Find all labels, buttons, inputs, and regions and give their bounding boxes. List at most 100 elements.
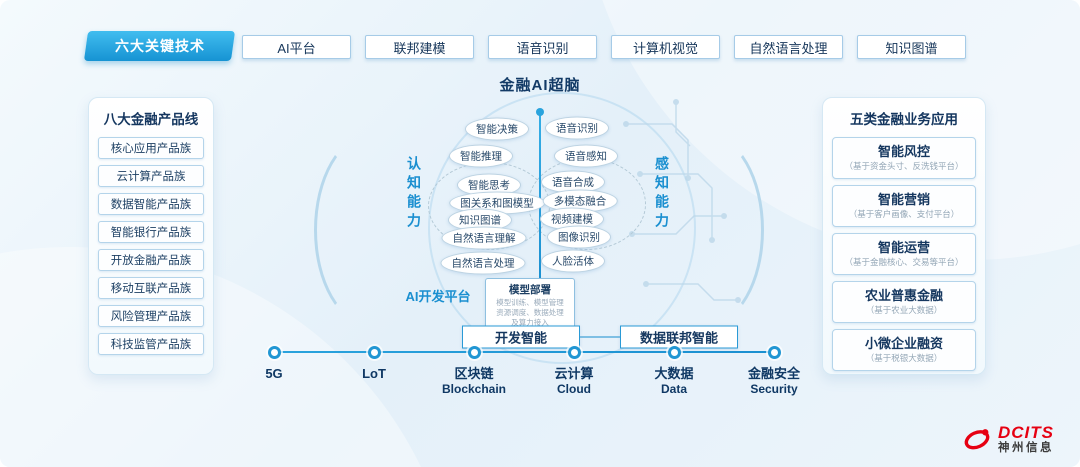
perception-node: 多模态融合	[542, 189, 618, 213]
dcits-logo-text: DCITS 神州信息	[998, 422, 1054, 455]
business-app-subtitle: （基于农业大数据）	[865, 304, 943, 315]
output-box: 数据联邦智能	[620, 325, 738, 349]
cognitive-ability-label: 认知能力	[406, 156, 422, 232]
business-apps-panel: 五类金融业务应用 智能风控 （基于资金头寸、反洗钱平台） 智能营销 （基于客户画…	[822, 97, 986, 375]
timeline-label-en: Security	[750, 381, 798, 396]
product-line-item-label: 开放金融产品族	[110, 255, 192, 267]
timeline-node: 云计算 Cloud	[524, 346, 624, 406]
dcits-logo: DCITS 神州信息	[962, 422, 1054, 455]
key-technologies-tab: 六大关键技术	[83, 31, 236, 61]
technology-box-label: AI平台	[277, 40, 316, 56]
product-line-item-label: 云计算产品族	[116, 171, 186, 183]
timeline-dot-icon	[767, 346, 781, 359]
business-apps-list: 智能风控 （基于资金头寸、反洗钱平台） 智能营销 （基于客户画像、支付平台） 智…	[832, 137, 976, 371]
technology-box-row: AI平台 联邦建模 语音识别 计算机视觉 自然语言处理 知识图谱	[242, 35, 966, 59]
business-app-title: 农业普惠金融	[864, 288, 943, 304]
timeline-line	[274, 351, 774, 353]
timeline-node: LoT	[324, 346, 424, 406]
ai-dev-platform-label: AI开发平台	[405, 289, 471, 304]
model-deploy-details: 模型训练、模型管理 资源调度、数据处理 及算力接入	[488, 298, 572, 328]
perception-node: 语音识别	[545, 116, 609, 140]
business-app-card: 智能营销 （基于客户画像、支付平台）	[832, 185, 976, 227]
technology-box-label: 自然语言处理	[749, 40, 828, 56]
perception-node: 语音合成	[541, 170, 605, 194]
perception-node: 语音感知	[554, 144, 618, 168]
ai-brain-diagram: 金融AI超脑 认知能力 感知能力 智能决策 智能推理 智能思考 图关系和图模型 …	[300, 70, 780, 370]
model-deploy-detail-line: 资源调度、数据处理	[496, 308, 564, 318]
technology-box-label: 语音识别	[516, 40, 569, 56]
timeline-label-cn: 金融安全	[747, 366, 800, 381]
business-app-subtitle: （基于税银大数据）	[865, 352, 943, 363]
technology-box: 联邦建模	[365, 35, 474, 59]
cognitive-node: 知识图谱	[448, 208, 512, 232]
technology-box-label: 知识图谱	[885, 40, 938, 56]
product-line-item: 数据智能产品族	[98, 193, 204, 215]
timeline-node: 金融安全 Security	[724, 346, 824, 406]
business-app-subtitle: （基于客户画像、支付平台）	[848, 208, 960, 219]
cognitive-node: 自然语言处理	[440, 251, 526, 275]
business-app-card: 智能风控 （基于资金头寸、反洗钱平台）	[832, 137, 976, 179]
timeline-label-en: Data	[660, 381, 687, 396]
business-app-title: 小微企业融资	[864, 336, 943, 352]
timeline-label-cn: 大数据	[654, 366, 694, 381]
technology-box: 计算机视觉	[611, 35, 720, 59]
timeline-label-en: Cloud	[557, 381, 591, 396]
timeline-label-cn: 云计算	[554, 366, 594, 381]
business-app-title: 智能运营	[877, 240, 930, 256]
timeline-label-cn: 区块链	[454, 366, 494, 381]
model-deploy-detail-line: 及算力接入	[511, 318, 549, 328]
key-technologies-tab-label: 六大关键技术	[114, 38, 205, 54]
cognitive-node: 自然语言理解	[441, 226, 527, 250]
product-line-item: 核心应用产品族	[98, 137, 204, 159]
product-line-item-label: 移动互联产品族	[110, 283, 192, 295]
timeline-dot-icon	[267, 346, 281, 359]
product-line-item: 科技监管产品族	[98, 333, 204, 355]
business-apps-title: 五类金融业务应用	[850, 112, 958, 127]
timeline-dot-icon	[367, 346, 381, 359]
technology-box-label: 计算机视觉	[632, 40, 698, 56]
perception-node: 人脸活体	[541, 249, 605, 273]
brain-title: 金融AI超脑	[499, 77, 581, 94]
output-box: 开发智能	[462, 325, 580, 349]
cognitive-node: 智能推理	[449, 144, 513, 168]
timeline-label-cn: LoT	[362, 366, 386, 381]
timeline-dot-icon	[567, 346, 581, 359]
technology-box-label: 联邦建模	[393, 40, 446, 56]
dcits-company-name: 神州信息	[998, 442, 1054, 455]
business-app-card: 小微企业融资 （基于税银大数据）	[832, 329, 976, 371]
timeline-items: 5G LoT 区块链 Blockchain 云计算	[224, 346, 824, 406]
business-app-title: 智能风控	[877, 144, 930, 160]
business-app-subtitle: （基于金融核心、交易等平台）	[844, 256, 964, 267]
product-lines-title: 八大金融产品线	[103, 112, 199, 127]
left-bracket-arc	[314, 134, 426, 326]
cognitive-node: 智能决策	[465, 117, 529, 141]
technology-box: AI平台	[242, 35, 351, 59]
business-app-title: 智能营销	[877, 192, 930, 208]
timeline-node: 大数据 Data	[624, 346, 724, 406]
business-app-subtitle: （基于资金头寸、反洗钱平台）	[844, 160, 964, 171]
dcits-brand-name: DCITS	[998, 422, 1054, 442]
product-line-item-label: 智能银行产品族	[110, 227, 192, 239]
product-line-item-label: 核心应用产品族	[110, 143, 192, 155]
model-deploy-detail-line: 模型训练、模型管理	[496, 298, 564, 307]
technology-box: 语音识别	[488, 35, 597, 59]
product-line-item: 云计算产品族	[98, 165, 204, 187]
perception-node: 视频建模	[540, 207, 604, 231]
perception-ability-label: 感知能力	[654, 156, 670, 232]
model-deploy-box: 模型部署 模型训练、模型管理 资源调度、数据处理 及算力接入	[485, 278, 575, 333]
product-lines-panel: 八大金融产品线 核心应用产品族 云计算产品族 数据智能产品族 智能银行产品族	[88, 97, 214, 375]
technology-box: 自然语言处理	[734, 35, 843, 59]
technology-box: 知识图谱	[857, 35, 966, 59]
infrastructure-timeline: 5G LoT 区块链 Blockchain 云计算	[224, 346, 824, 406]
model-deploy-title: 模型部署	[509, 284, 551, 296]
product-line-item-label: 风险管理产品族	[110, 311, 192, 323]
timeline-label-en: Blockchain	[441, 381, 507, 396]
product-line-item: 开放金融产品族	[98, 249, 204, 271]
timeline-dot-icon	[467, 346, 481, 359]
product-line-item: 智能银行产品族	[98, 221, 204, 243]
timeline-node: 5G	[224, 346, 324, 406]
perception-node: 图像识别	[547, 225, 611, 249]
business-app-card: 农业普惠金融 （基于农业大数据）	[832, 281, 976, 323]
right-bracket-arc	[652, 134, 764, 326]
